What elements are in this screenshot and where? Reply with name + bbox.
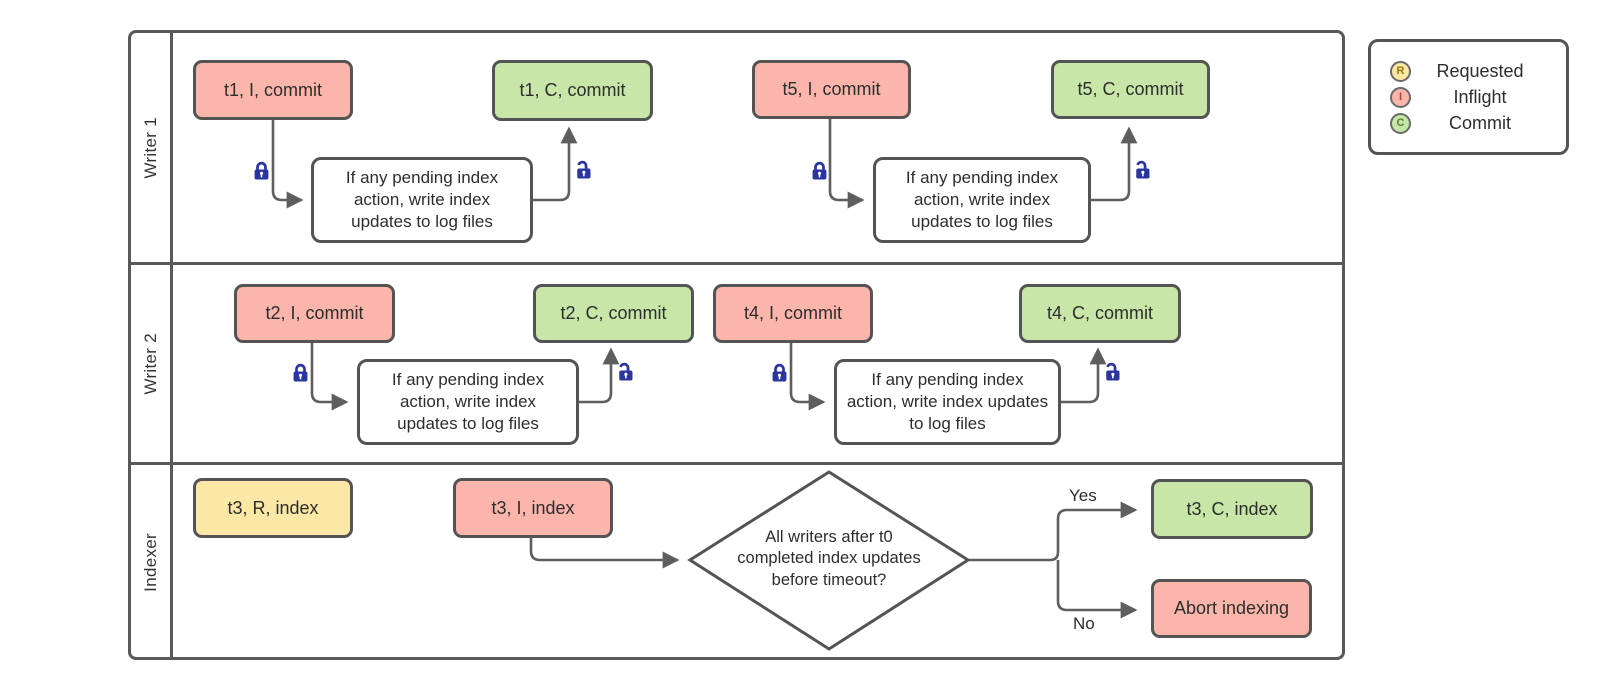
branch-yes-label: Yes xyxy=(1069,486,1097,505)
decision-diamond-text: All writers after t0 completed index upd… xyxy=(737,528,921,589)
lock-closed-icon xyxy=(293,363,308,382)
lane-writer1: Writer 1 xyxy=(131,33,1342,262)
lock-open-icon xyxy=(1136,160,1150,179)
inflight-badge-icon: I xyxy=(1390,86,1411,108)
lane-indexer: Indexer xyxy=(131,462,1342,660)
lock-closed-icon xyxy=(254,161,269,180)
lane-writer2-header: Writer 2 xyxy=(131,265,173,462)
node-abort-indexing: Abort indexing xyxy=(1151,579,1312,638)
node-t1-inflight: t1, I, commit xyxy=(193,60,353,120)
lane-writer2-label: Writer 2 xyxy=(140,332,160,395)
lane-writer2: Writer 2 xyxy=(131,262,1342,462)
lane-indexer-label: Indexer xyxy=(140,533,160,592)
node-t5-commit: t5, C, commit xyxy=(1051,60,1210,119)
lock-closed-icon xyxy=(812,161,827,180)
node-t2-commit: t2, C, commit xyxy=(533,284,694,343)
node-t3-requested: t3, R, index xyxy=(193,478,353,538)
lock-open-icon xyxy=(619,362,633,381)
legend-item-commit: C Commit xyxy=(1390,110,1566,136)
node-t1-commit: t1, C, commit xyxy=(492,60,653,121)
lane-writer1-header: Writer 1 xyxy=(131,33,173,262)
lock-open-icon xyxy=(577,160,591,179)
node-writer2-process-1: If any pending index action, write index… xyxy=(357,359,579,445)
node-writer1-process-2: If any pending index action, write index… xyxy=(873,157,1091,243)
node-writer2-process-2: If any pending index action, write index… xyxy=(834,359,1061,445)
node-t3-inflight: t3, I, index xyxy=(453,478,613,538)
node-t4-inflight: t4, I, commit xyxy=(713,284,873,343)
lane-writer1-label: Writer 1 xyxy=(140,116,160,179)
commit-badge-icon: C xyxy=(1390,112,1411,134)
node-t2-inflight: t2, I, commit xyxy=(234,284,395,343)
legend: R Requested I Inflight C Commit xyxy=(1368,39,1569,155)
node-t4-commit: t4, C, commit xyxy=(1019,284,1181,343)
swimlane-pool: Writer 1 Writer 2 Indexer xyxy=(128,30,1345,660)
legend-item-inflight: I Inflight xyxy=(1390,84,1566,110)
node-writer1-process-1: If any pending index action, write index… xyxy=(311,157,533,243)
legend-label-inflight: Inflight xyxy=(1453,86,1507,107)
requested-badge-icon: R xyxy=(1390,60,1411,82)
node-t5-inflight: t5, I, commit xyxy=(752,60,911,119)
branch-no-label: No xyxy=(1073,614,1095,633)
legend-item-requested: R Requested xyxy=(1390,58,1566,84)
lock-open-icon xyxy=(1106,362,1120,381)
legend-label-commit: Commit xyxy=(1449,112,1511,133)
lock-closed-icon xyxy=(772,363,787,382)
legend-label-requested: Requested xyxy=(1436,60,1524,81)
lane-indexer-header: Indexer xyxy=(131,465,173,660)
node-t3-commit: t3, C, index xyxy=(1151,479,1313,539)
